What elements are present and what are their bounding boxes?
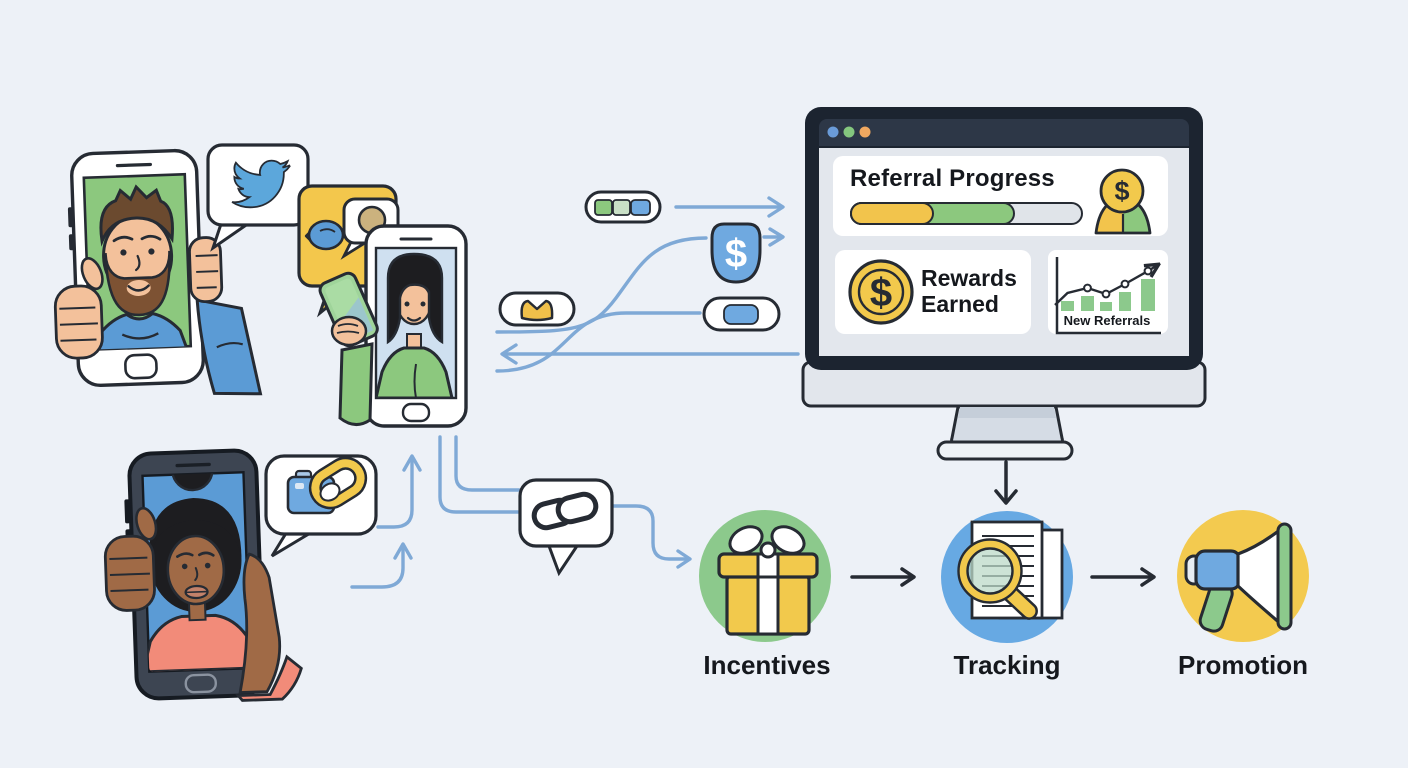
link-icon — [531, 491, 599, 531]
phone-man — [53, 148, 263, 396]
megaphone-icon — [1184, 522, 1293, 633]
progress-segment — [850, 202, 934, 225]
blue-bird-icon — [304, 219, 345, 251]
arrow-bubble-up-to-phone — [376, 457, 414, 529]
shirt — [142, 613, 251, 672]
tracking-label: Tracking — [953, 650, 1061, 680]
chip-pill — [702, 296, 781, 332]
hair-front — [149, 498, 242, 562]
rewards-line1: Rewards — [921, 265, 1017, 291]
twitter-bubble — [206, 143, 310, 252]
hand-left-dark — [103, 506, 158, 612]
window-dot-orange — [859, 126, 871, 138]
chain-link-icon — [308, 456, 368, 510]
home-button — [124, 353, 158, 380]
coin-over-mound-icon: $ — [1094, 168, 1152, 235]
arm-sleeve — [195, 298, 263, 396]
arrow-up-small — [350, 545, 405, 589]
home-button — [184, 673, 217, 694]
hand-left — [53, 257, 104, 360]
rewards-card: $ — [835, 250, 1031, 334]
arm-sleeve — [338, 342, 374, 426]
speaker-line — [115, 162, 152, 168]
phone-side-button — [68, 234, 75, 251]
phone-woman — [361, 224, 468, 428]
trend-dot — [1083, 283, 1092, 293]
black-arrows — [850, 460, 1156, 587]
growth-chart — [1054, 266, 1156, 311]
trend-dot — [1120, 279, 1130, 289]
smile — [127, 284, 150, 292]
magnifier-documents-icon — [957, 520, 1064, 620]
hair — [99, 184, 174, 247]
new-referrals-card — [1048, 250, 1168, 335]
hair — [386, 252, 444, 345]
shirt — [92, 311, 189, 350]
envelope-icon — [520, 299, 554, 322]
referral-bar — [1119, 292, 1131, 311]
trend-dot — [1143, 266, 1153, 276]
node-tracking — [941, 511, 1073, 643]
speaker-line — [175, 462, 211, 468]
node-promotion — [1177, 510, 1309, 642]
phone-dark — [103, 448, 303, 702]
coin-dollar-symbol: $ — [870, 271, 892, 315]
referral-bar — [1061, 301, 1074, 311]
new-referrals-label: New Referrals — [1063, 313, 1151, 328]
curve-midphone-down-1 — [438, 435, 520, 514]
phone-side-button — [67, 207, 74, 228]
selfie-arm-green-phone — [318, 271, 379, 426]
promotion-label: Promotion — [1178, 650, 1308, 680]
monitor-stand — [936, 405, 1074, 461]
arm-right-dark — [235, 552, 303, 702]
hair-bun — [171, 472, 214, 492]
incentives-label: Incentives — [703, 650, 831, 680]
rewards-earned-label: Rewards Earned — [921, 265, 1017, 317]
envelope-pill — [498, 291, 576, 327]
dollar-share-badge: $ — [710, 222, 762, 284]
man-portrait — [92, 184, 189, 350]
woman-portrait — [376, 252, 454, 398]
badge-dollar-symbol: $ — [725, 232, 747, 276]
woman-bun-portrait — [142, 472, 251, 672]
curve-phone-to-badge — [495, 236, 708, 334]
referral-bar — [1141, 279, 1155, 311]
referral-progress-bar — [850, 202, 1083, 225]
curve-midphone-down-2 — [454, 435, 521, 492]
referral-bar — [1081, 296, 1094, 311]
mound-coin-dollar: $ — [1114, 176, 1129, 206]
window-dot-blue — [827, 126, 839, 138]
dollar-coin-icon: $ — [848, 259, 914, 325]
gift-icon — [717, 525, 819, 636]
referral-progress-title: Referral Progress — [850, 165, 1055, 192]
chip-icon — [723, 304, 759, 325]
coral-sleeve — [235, 654, 303, 702]
window-dot-green — [843, 126, 855, 138]
phone-side-button — [124, 499, 132, 524]
rewards-line2: Earned — [921, 291, 999, 317]
segmented-pill — [584, 190, 662, 224]
camera-link-bubble — [264, 454, 378, 558]
referral-bar — [1100, 302, 1112, 311]
hand-right — [188, 236, 224, 304]
monitor: $ $ — [801, 107, 1207, 408]
home-button — [401, 402, 431, 423]
chain-bubble — [518, 478, 614, 577]
blue-flow-arrows — [350, 196, 800, 589]
node-incentives — [699, 510, 831, 642]
trend-dot — [1101, 289, 1111, 299]
twitter-bird-icon — [231, 159, 291, 209]
arrow-chain-to-incentives — [611, 504, 688, 561]
chart-axis — [1055, 257, 1161, 335]
stand-base — [936, 440, 1074, 461]
curve-phone-to-chip — [495, 311, 702, 373]
